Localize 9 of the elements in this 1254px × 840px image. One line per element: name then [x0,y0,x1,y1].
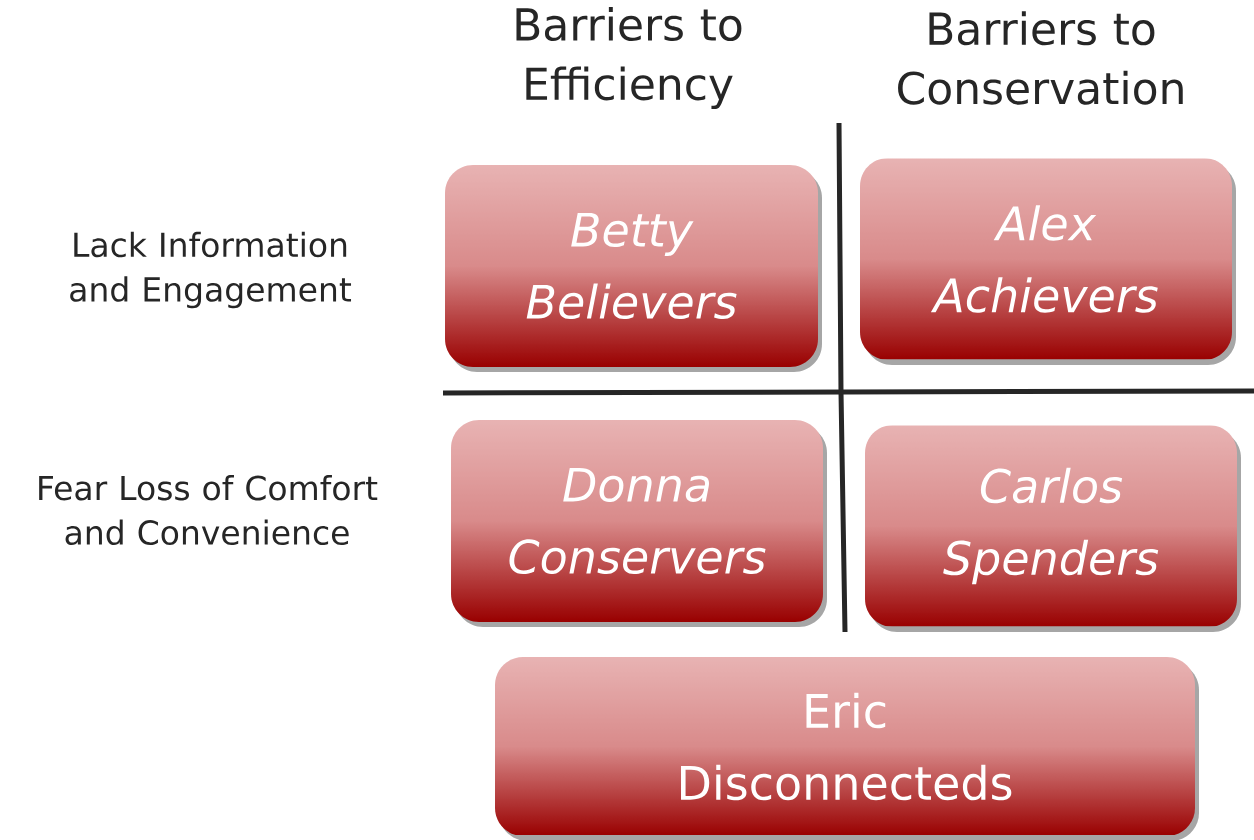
column-header: Barriers to Efficiency [516,7,742,109]
row-header: Fear Loss of Comfort and Convenience [39,474,378,546]
persona-box: Betty Believers [445,165,822,372]
column-header: Barriers to Conservation [898,11,1183,105]
row-header: Lack Information and Engagement [70,231,351,309]
persona-box: Eric Disconnecteds [495,657,1199,840]
persona-box: Carlos Spenders [865,425,1241,632]
persona-box: Alex Achievers [860,158,1236,365]
persona-box: Donna Conservers [451,420,827,627]
